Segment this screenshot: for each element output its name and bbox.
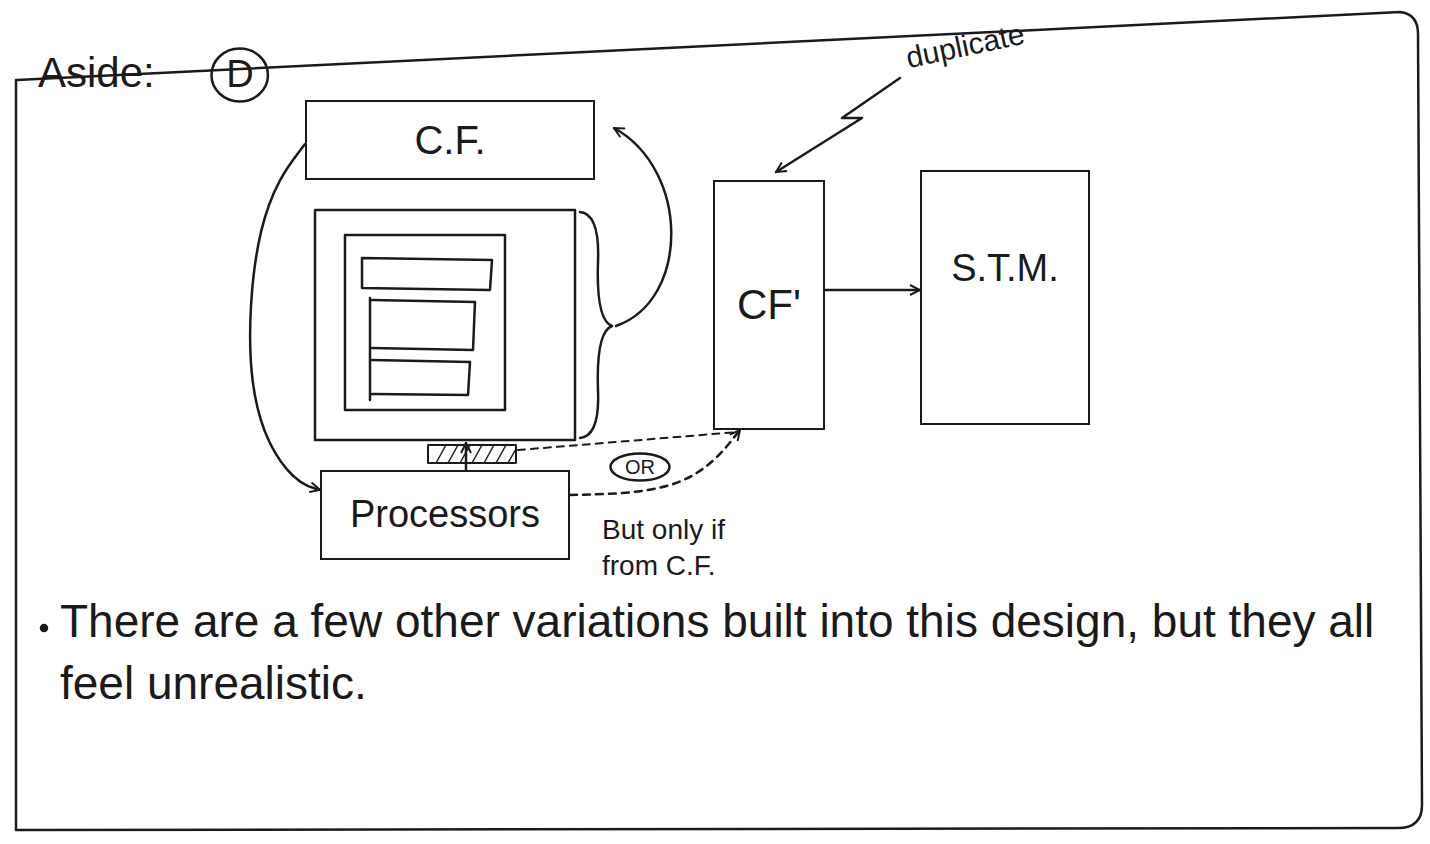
process-box: Processors bbox=[320, 470, 570, 560]
up-arrow bbox=[465, 443, 468, 470]
node-text: OR bbox=[625, 456, 655, 479]
circled-letter: D bbox=[210, 47, 269, 103]
memory-box bbox=[315, 210, 575, 440]
inner-line bbox=[369, 298, 372, 400]
node-text: CF' bbox=[737, 281, 801, 329]
connector-arrow bbox=[570, 430, 740, 495]
bracket bbox=[580, 212, 612, 438]
page-frame bbox=[16, 12, 1422, 830]
process-box: S.T.M. bbox=[920, 170, 1090, 425]
node-text: D bbox=[226, 53, 253, 97]
return-arrow bbox=[614, 128, 671, 326]
process-box: C.F. bbox=[305, 100, 595, 180]
node-text: Processors bbox=[350, 493, 540, 537]
footnote: There are a few other variations built i… bbox=[60, 590, 1400, 714]
node-text: C.F. bbox=[414, 117, 485, 163]
condition-note: But only if from C.F. bbox=[602, 512, 762, 585]
inner-item bbox=[362, 258, 492, 290]
inner-box bbox=[345, 235, 505, 410]
connector-arrow bbox=[250, 144, 320, 490]
callout-note: duplicate bbox=[902, 14, 1028, 77]
circled-word: OR bbox=[609, 452, 671, 482]
duplicate-pointer bbox=[776, 78, 900, 172]
inner-item bbox=[372, 360, 470, 395]
hatched-region bbox=[428, 445, 516, 463]
circle-outline bbox=[212, 49, 268, 102]
dashed-line bbox=[518, 432, 738, 450]
circle-outline bbox=[611, 454, 670, 481]
connector-arrow bbox=[825, 289, 920, 292]
inner-item bbox=[372, 300, 475, 350]
process-box: CF' bbox=[713, 180, 825, 430]
hatching bbox=[436, 445, 516, 463]
bullet bbox=[41, 625, 47, 631]
aside-heading: Aside: bbox=[38, 46, 155, 101]
node-text: S.T.M. bbox=[951, 247, 1059, 291]
